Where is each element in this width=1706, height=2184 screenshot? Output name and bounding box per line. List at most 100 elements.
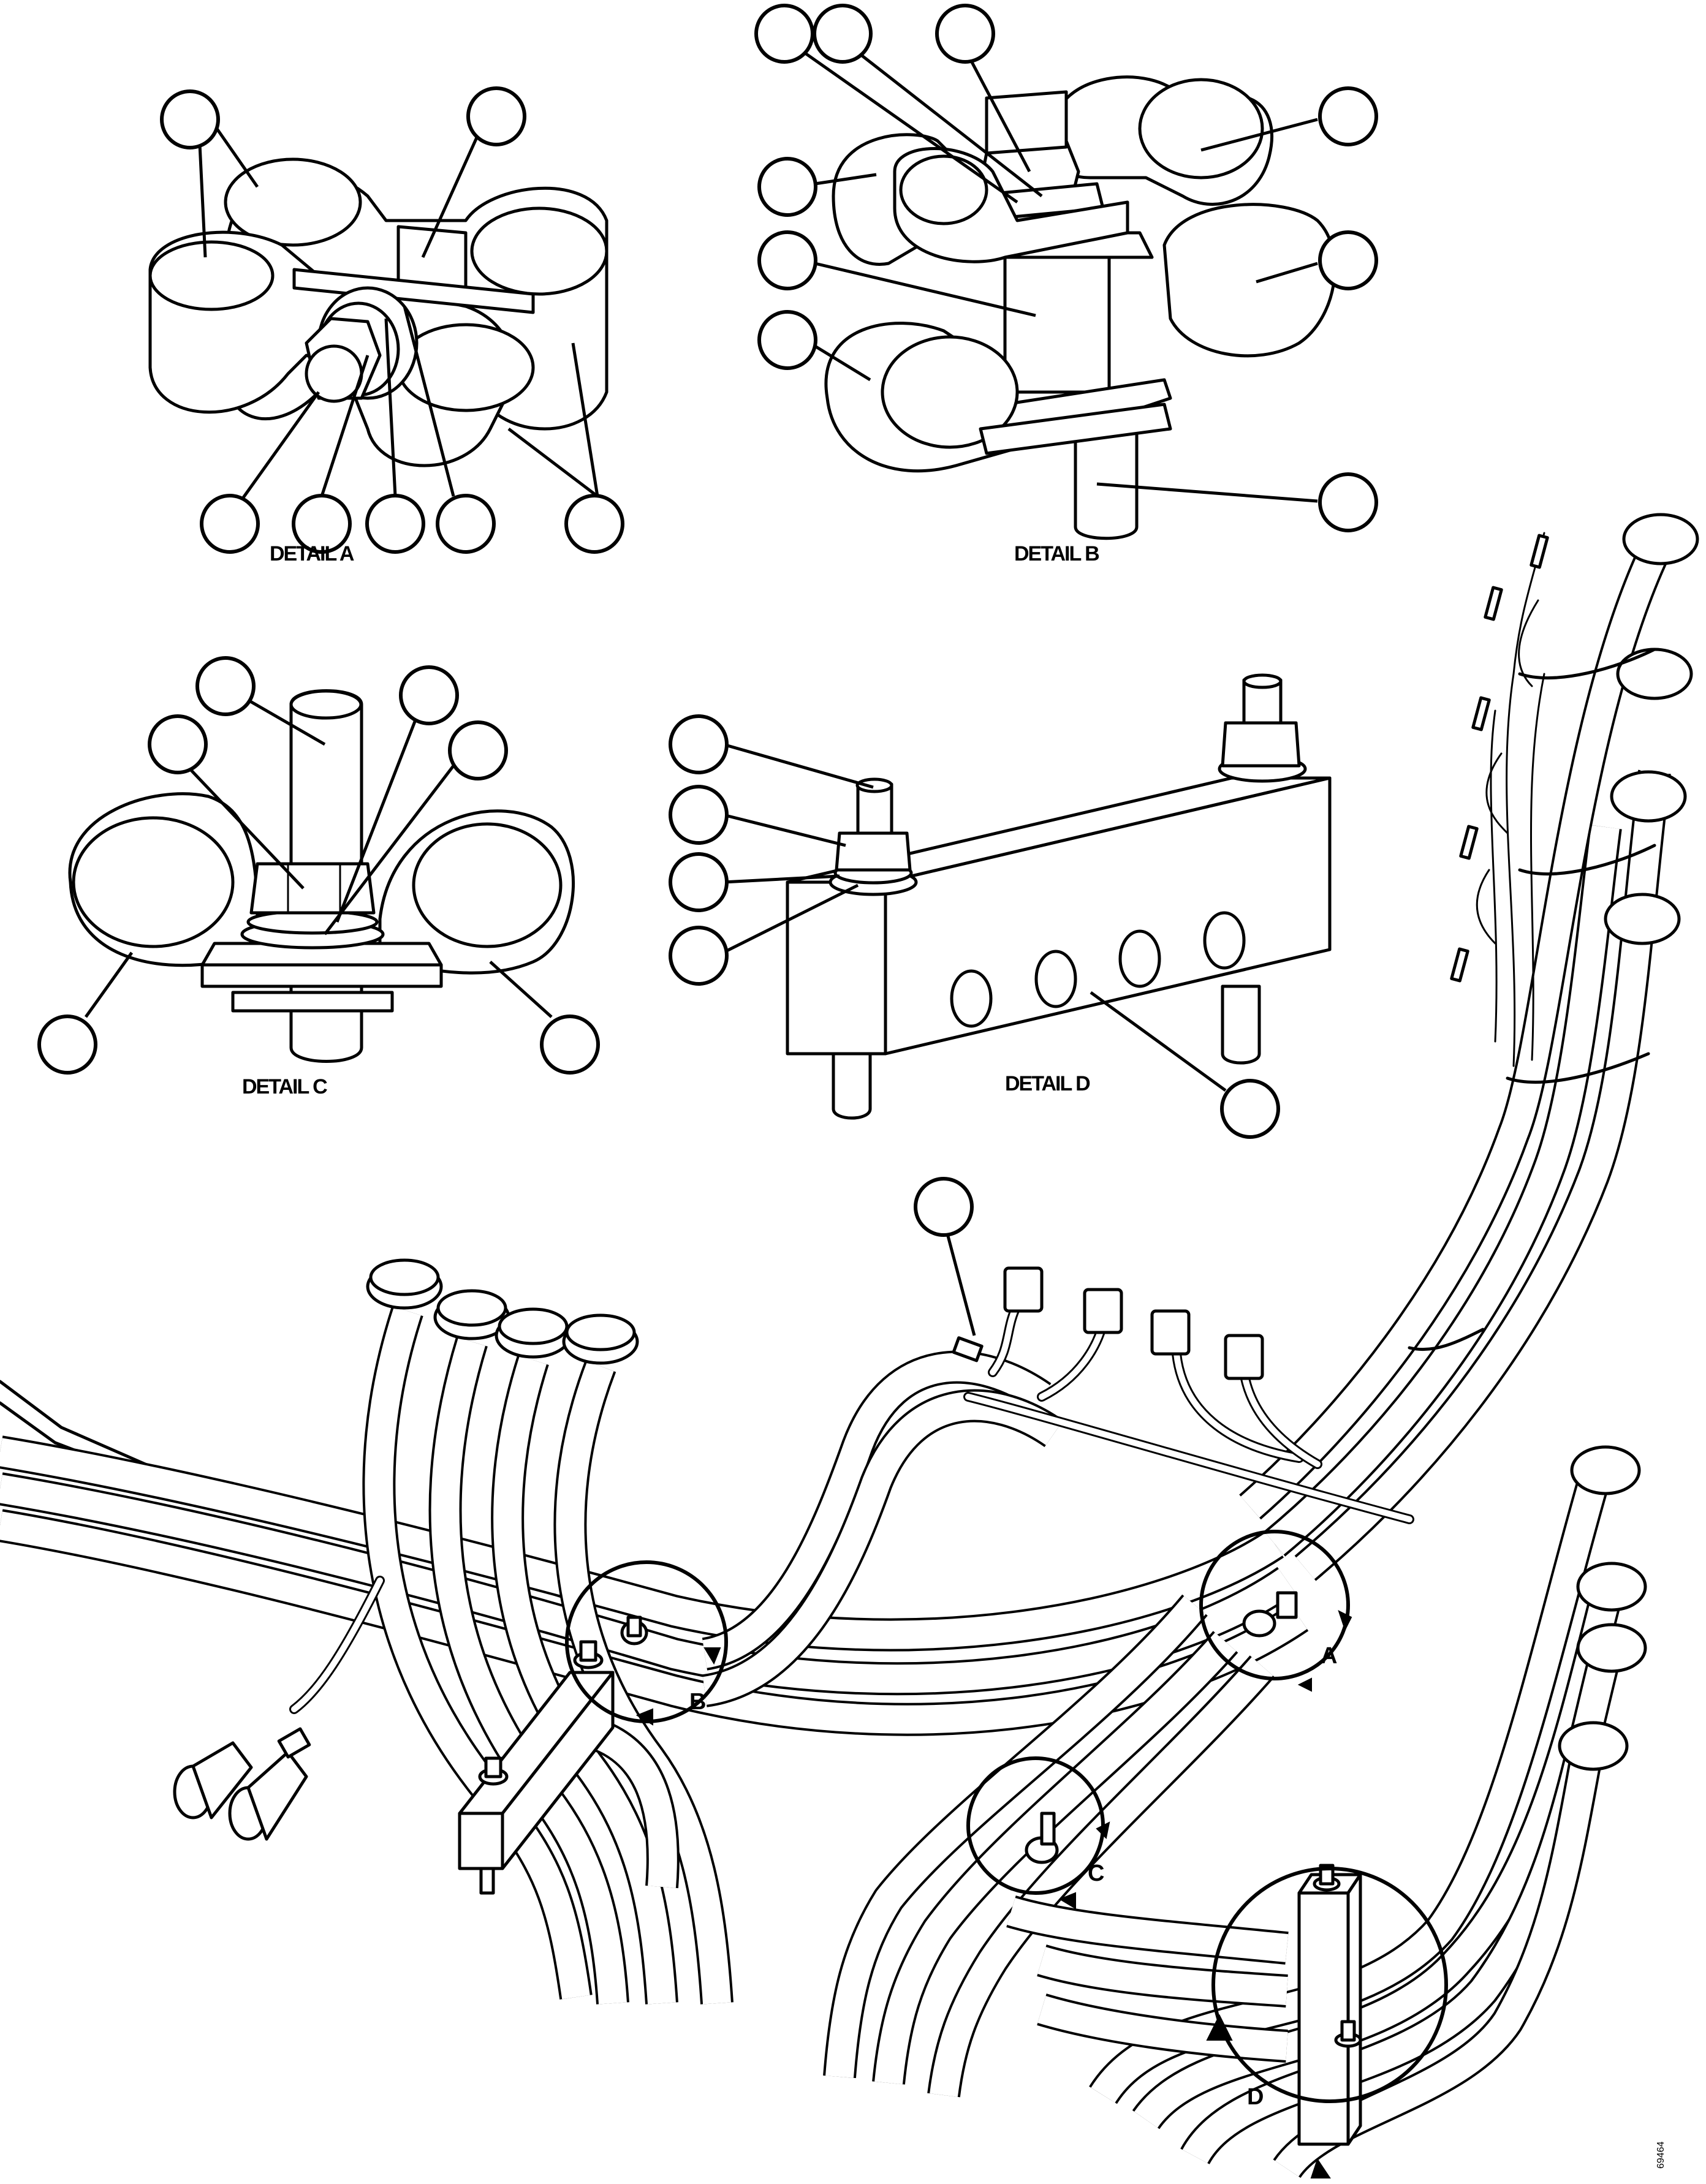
- detail-d-drawing: [786, 673, 1332, 1120]
- wire-harness-connectors: [952, 1266, 1414, 1524]
- riser-fitting-1: [1622, 513, 1699, 565]
- hose-group-left-fittings: [362, 1258, 734, 2005]
- detail-b-rod-bottom: [1074, 421, 1139, 540]
- hose-group-lower-right: [1089, 1445, 1647, 2179]
- detail-c-left-loop-inner: [72, 816, 235, 948]
- lower-right-fitting-4: [1558, 1721, 1629, 1771]
- detail-c-nut: [249, 862, 376, 915]
- lower-right-fitting-1: [1570, 1445, 1641, 1495]
- detail-a-drawing: [148, 157, 608, 467]
- detail-c-lower-strap: [200, 963, 443, 988]
- callout-b-6: [1318, 230, 1378, 290]
- figure-id: 69464: [1656, 2141, 1666, 2169]
- detail-a-strap: [292, 268, 535, 314]
- detail-d-block-end: [786, 880, 887, 1056]
- detail-d-right-nut: [1221, 721, 1301, 768]
- detail-d-hole-4: [1203, 911, 1246, 970]
- callout-b-7: [757, 230, 817, 290]
- detail-d-hole-1: [950, 969, 993, 1028]
- clamp-b-location: [620, 1615, 648, 1646]
- detail-a-back-right-loop: [470, 206, 608, 296]
- detail-b-title: DETAIL B: [1014, 542, 1099, 565]
- callout-d-2: [669, 785, 729, 845]
- detail-b-spacer: [1003, 237, 1111, 394]
- detail-b-back-upper-right-loop: [1138, 78, 1264, 179]
- detail-d-hole-3: [1118, 929, 1161, 988]
- detail-c-bottom-plate: [231, 991, 394, 1013]
- harness-connector-2: [1083, 1288, 1123, 1334]
- callout-a-1: [160, 89, 220, 149]
- view-d-indicator[interactable]: D: [1206, 1867, 1448, 2178]
- detail-b-callouts: [754, 4, 1378, 532]
- callout-a-2: [466, 86, 526, 146]
- callout-c-2: [148, 714, 208, 774]
- hose-group-lower-center: [823, 1594, 1289, 2098]
- detail-b-front-lower-loop: [881, 335, 1019, 449]
- view-d-label: D: [1247, 2084, 1264, 2110]
- callout-a-5: [365, 494, 425, 554]
- detail-a-front-right-loop: [396, 323, 535, 412]
- view-b-label: B: [689, 1689, 706, 1715]
- detail-d-nut: [835, 831, 912, 872]
- view-c-label: C: [1088, 1861, 1104, 1886]
- callout-d-1: [669, 714, 729, 774]
- detail-d-stud-top: [855, 777, 893, 793]
- callout-c-5: [37, 1015, 97, 1075]
- detail-c-callouts: [37, 656, 600, 1075]
- detail-d-rod-left-bottom: [832, 1040, 872, 1120]
- callout-c-4: [448, 720, 508, 780]
- callout-a-6: [436, 494, 496, 554]
- detail-d-callouts: [669, 714, 1280, 1139]
- harness-connector-4: [1224, 1334, 1264, 1380]
- clamp-c-location: [1025, 1812, 1059, 1864]
- lower-right-fitting-3: [1576, 1623, 1647, 1673]
- callout-c-1: [195, 656, 256, 716]
- detail-a-screw-end: [305, 344, 363, 403]
- callout-c-3: [399, 665, 459, 725]
- detail-b-drawing: [824, 75, 1336, 540]
- callout-d-5: [1220, 1079, 1280, 1139]
- detail-a-back-left-loop: [224, 157, 362, 247]
- main-assembly-view: A B C D: [0, 513, 1699, 2179]
- detail-d-hole-2: [1034, 950, 1077, 1008]
- harness-connector-1: [1003, 1266, 1044, 1313]
- callout-b-4: [1318, 86, 1378, 146]
- callout-a-3: [200, 494, 260, 554]
- view-a-indicator[interactable]: A: [1199, 1530, 1352, 1692]
- view-c-indicator[interactable]: C: [966, 1756, 1110, 1910]
- callout-main-1: [914, 1177, 974, 1237]
- lower-right-fitting-2: [1576, 1562, 1647, 1612]
- right-mounting-block: [1297, 1864, 1362, 2146]
- hose-group-lower-left: [588, 1718, 680, 1889]
- detail-b-bolt: [985, 90, 1068, 155]
- callout-a-4: [292, 494, 352, 554]
- detail-a-callouts: [160, 86, 624, 554]
- callout-b-5: [757, 157, 817, 217]
- callout-b-3: [935, 4, 995, 64]
- riser-fitting-3: [1610, 770, 1687, 823]
- callout-b-2: [813, 4, 873, 64]
- detail-d-right-stud-top: [1242, 673, 1283, 689]
- detail-a-title: DETAIL A: [270, 542, 354, 565]
- callout-b-9: [1318, 472, 1378, 532]
- main-callouts: [914, 1177, 976, 1336]
- detail-b-lower-strap: [979, 402, 1172, 455]
- detail-b-right-large-loop: [1162, 203, 1336, 358]
- left-mounting-block: [458, 1640, 615, 1895]
- riser-fitting-4: [1604, 893, 1681, 945]
- detail-c-rod-top: [289, 689, 363, 720]
- callout-a-7: [564, 494, 624, 554]
- view-b-indicator[interactable]: B: [565, 1560, 728, 1726]
- detail-d-rod-right-bottom: [1221, 984, 1261, 1065]
- detail-d-title: DETAIL D: [1005, 1072, 1090, 1095]
- electrical-connectors-left: [173, 1576, 385, 1841]
- view-a-label: A: [1321, 1643, 1337, 1669]
- detail-c-right-loop-inner: [412, 822, 563, 948]
- detail-d-block-face: [884, 776, 1332, 1056]
- right-riser-bundle: [1239, 513, 1699, 1581]
- harness-connector-3: [1150, 1309, 1191, 1356]
- callout-d-4: [669, 926, 729, 986]
- callout-d-3: [669, 852, 729, 912]
- riser-fitting-2: [1616, 648, 1693, 700]
